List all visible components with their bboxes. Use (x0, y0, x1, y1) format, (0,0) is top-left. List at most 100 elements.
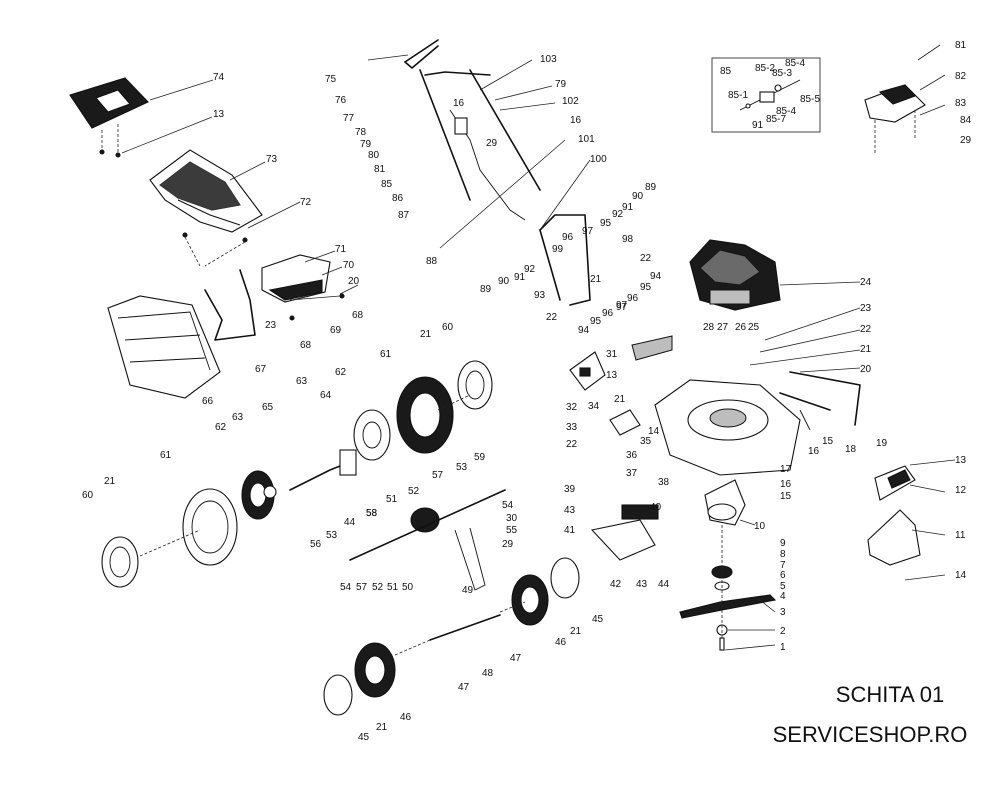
callout-13: 13 (213, 109, 225, 120)
leader-lines (121, 44, 956, 651)
callout-55: 55 (506, 525, 518, 536)
callout-64: 64 (320, 390, 332, 401)
callout-96c: 96 (602, 308, 614, 319)
callout-54: 54 (502, 500, 514, 511)
callout-70: 70 (343, 260, 355, 271)
callout-56: 56 (310, 539, 322, 550)
mulch-plug (867, 465, 921, 566)
handle-bracket (569, 335, 673, 436)
callout-16c: 16 (808, 446, 820, 457)
callout-22b: 22 (546, 312, 558, 323)
callout-21b: 21 (860, 344, 872, 355)
wheel-right-rear (353, 360, 493, 461)
callout-31: 31 (606, 349, 618, 360)
callout-23b: 23 (860, 303, 872, 314)
callout-90: 90 (632, 191, 644, 202)
callout-20: 20 (348, 276, 360, 287)
callout-46b: 46 (400, 712, 412, 723)
callout-84: 84 (960, 115, 972, 126)
callout-51b: 51 (387, 582, 399, 593)
callout-29: 29 (486, 138, 498, 149)
grass-bag-frame (204, 269, 256, 341)
gearbox (349, 489, 506, 591)
callout-92b: 92 (524, 264, 536, 275)
callout-57b: 57 (356, 582, 368, 593)
callout-3: 3 (780, 607, 786, 618)
callout-91: 91 (622, 202, 634, 213)
callout-44b: 44 (344, 517, 356, 528)
callout-21g: 21 (376, 722, 388, 733)
callout-54b: 54 (340, 582, 352, 593)
callout-21: 21 (590, 274, 602, 285)
callout-65: 65 (262, 402, 274, 413)
callout-14b: 14 (955, 570, 967, 581)
engine-mount-bracket (864, 84, 926, 155)
callout-40: 40 (650, 502, 662, 513)
callout-95b: 95 (640, 282, 652, 293)
callout-81: 81 (374, 164, 386, 175)
callout-86: 86 (392, 193, 404, 204)
callout-98: 98 (622, 234, 634, 245)
callout-63b: 63 (232, 412, 244, 423)
callout-6: 6 (780, 570, 786, 581)
callout-51: 51 (386, 494, 398, 505)
callout-87: 87 (398, 210, 410, 221)
callout-95: 95 (600, 218, 612, 229)
callout-30: 30 (506, 513, 518, 524)
callout-75: 75 (325, 74, 337, 85)
diagram-title: SCHITA 01 (835, 682, 945, 707)
callout-20b: 20 (860, 364, 872, 375)
callout-29b: 29 (960, 135, 972, 146)
callout-52: 52 (408, 486, 420, 497)
callout-92: 92 (612, 209, 624, 220)
callout-16d: 16 (780, 479, 792, 490)
callout-37: 37 (626, 468, 638, 479)
callout-33: 33 (566, 422, 578, 433)
callout-26: 26 (735, 322, 747, 333)
callout-21e: 21 (104, 476, 116, 487)
callout-27: 27 (717, 322, 729, 333)
callout-81b: 81 (955, 40, 967, 51)
callout-68b: 68 (300, 340, 312, 351)
callout-19: 19 (876, 438, 888, 449)
inset-label-91: 91 (752, 120, 764, 131)
callout-16b: 16 (570, 115, 582, 126)
inset-label-85-5: 85-5 (800, 94, 820, 105)
side-discharge-chute (590, 504, 659, 561)
callout-95c: 95 (590, 316, 602, 327)
callout-15b: 15 (780, 491, 792, 502)
callout-18: 18 (845, 444, 857, 455)
grass-box-frame (149, 149, 263, 267)
callout-99: 99 (552, 244, 564, 255)
callout-78: 78 (355, 127, 367, 138)
callout-52b: 52 (372, 582, 384, 593)
callout-38: 38 (658, 477, 670, 488)
callout-94b: 94 (578, 325, 590, 336)
callout-100: 100 (590, 154, 607, 165)
callout-32: 32 (566, 402, 578, 413)
inset-label-85-2: 85-2 (755, 63, 775, 74)
callout-7: 7 (780, 560, 786, 571)
wheel-front-left (323, 642, 396, 716)
callout-13c: 13 (955, 455, 967, 466)
callout-63: 63 (296, 376, 308, 387)
callout-67: 67 (255, 364, 267, 375)
website-label: SERVICESHOP.RO (772, 722, 968, 747)
callout-61b: 61 (160, 450, 172, 461)
callout-47b: 47 (458, 682, 470, 693)
callout-91b: 91 (514, 272, 526, 283)
callout-45: 45 (592, 614, 604, 625)
callout-88: 88 (426, 256, 438, 267)
callout-82: 82 (955, 71, 967, 82)
callout-71: 71 (335, 244, 347, 255)
inset-label-85-3: 85-3 (772, 68, 792, 79)
callout-36: 36 (626, 450, 638, 461)
callout-61: 61 (380, 349, 392, 360)
callout-80: 80 (368, 150, 380, 161)
callout-57: 57 (432, 470, 444, 481)
handle-assembly (404, 39, 591, 306)
blade-adapter (704, 479, 746, 640)
callout-77: 77 (343, 113, 355, 124)
callout-35: 35 (640, 436, 652, 447)
height-adjuster (263, 449, 357, 499)
